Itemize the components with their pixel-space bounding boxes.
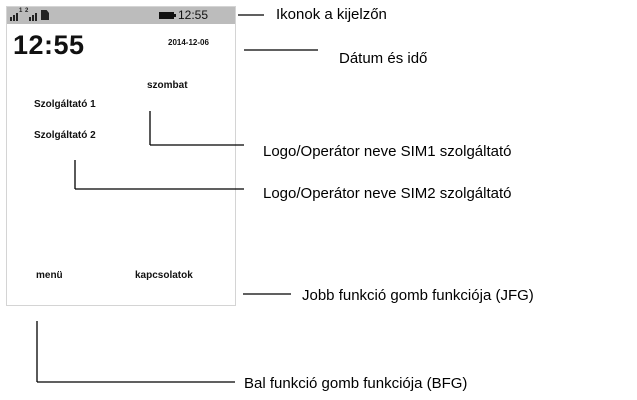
clock: 12:55 [13,30,85,60]
left-softkey[interactable]: menü [36,270,63,281]
callout-icons: Ikonok a kijelzőn [276,6,387,23]
signal-sim1-bar [16,13,18,21]
message-icon [41,10,49,20]
callout-date-time: Dátum és idő [339,50,428,67]
callout-left-key: Bal funkció gomb funkciója (BFG) [244,375,468,392]
sim2-tag: 2 [25,8,29,14]
status-bar: 1 2 12:55 [7,7,235,24]
signal-sim1-bar [13,15,15,21]
callout-sim1: Logo/Operátor neve SIM1 szolgáltató [263,143,512,160]
sim1-tag: 1 [19,8,23,14]
battery-icon [159,12,176,19]
phone-screen: 1 2 12:55 12:55 2014-12-06 szombat Szolg… [6,6,236,306]
operator-sim2: Szolgáltató 2 [34,130,96,141]
callout-sim2: Logo/Operátor neve SIM2 szolgáltató [263,185,512,202]
signal-sim2-bar [32,15,34,21]
signal-sim2-bar [35,13,37,21]
status-time: 12:55 [178,8,209,22]
signal-sim1-icon [10,17,12,21]
operator-sim1: Szolgáltató 1 [34,99,96,110]
weekday: szombat [147,80,188,91]
right-softkey[interactable]: kapcsolatok [135,270,193,281]
signal-sim2-icon [29,17,31,21]
date: 2014-12-06 [168,38,209,47]
callout-right-key: Jobb funkció gomb funkciója (JFG) [302,287,534,304]
